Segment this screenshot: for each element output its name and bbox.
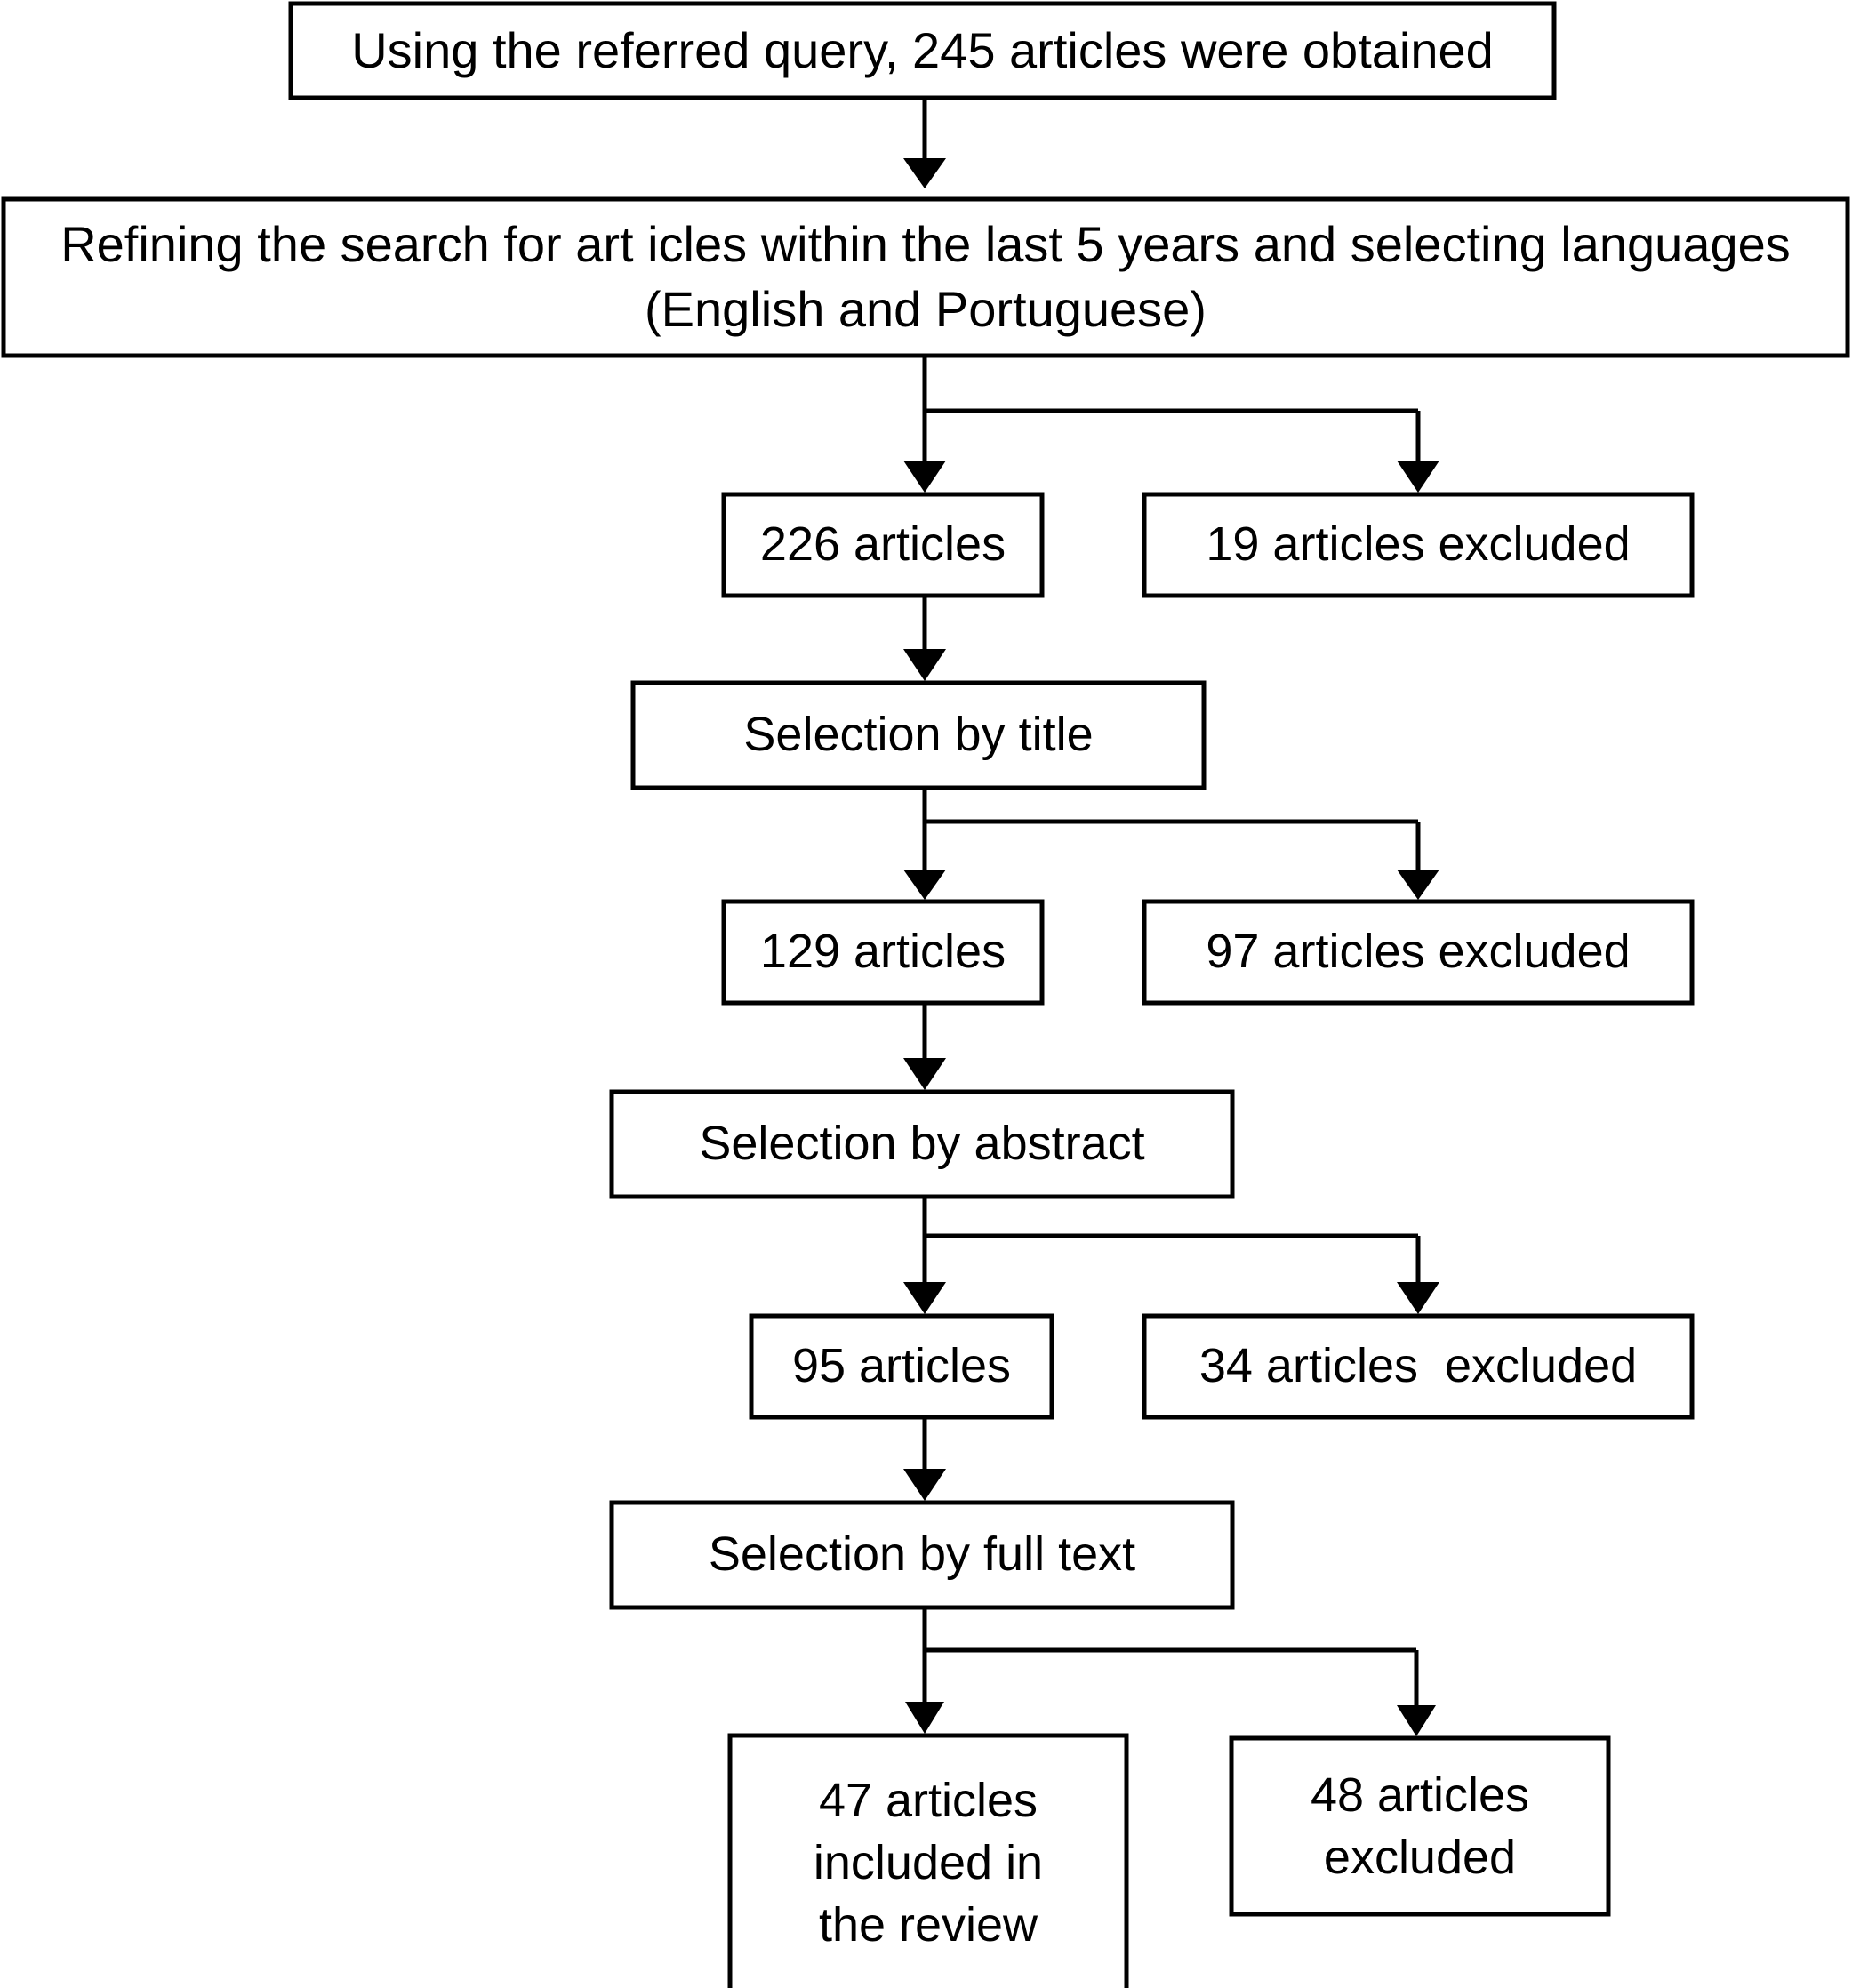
arrowhead-to-n226 [903, 461, 946, 493]
node-n129-rect [721, 899, 1045, 1006]
arrowhead-n226-to-title [903, 649, 946, 681]
node-ex97-rect [1142, 899, 1695, 1006]
node-selection-fulltext-rect [609, 1500, 1235, 1610]
node-ex48-rect [1229, 1735, 1611, 1917]
node-selection-title-rect [630, 680, 1207, 790]
arrowhead-n129-to-abstract [903, 1058, 946, 1090]
node-refine-rect [1, 196, 1850, 358]
arrowhead-to-n129 [903, 870, 946, 900]
arrowhead-to-n47 [905, 1702, 944, 1734]
arrowhead-to-n95 [903, 1282, 946, 1314]
node-n95-rect [749, 1313, 1054, 1420]
arrowhead-to-ex48 [1397, 1705, 1436, 1736]
arrowhead-to-ex97 [1397, 870, 1439, 900]
node-n47-rect [727, 1733, 1129, 1988]
arrowhead-to-ex19 [1397, 461, 1439, 493]
arrowhead-query-to-refine [903, 158, 946, 188]
arrowhead-to-ex34 [1397, 1282, 1439, 1314]
node-n226-rect [721, 492, 1045, 598]
node-selection-abstract-rect [609, 1089, 1235, 1199]
node-query-rect [288, 1, 1557, 100]
arrowhead-n95-to-fulltext [903, 1469, 946, 1501]
node-ex34-rect [1142, 1313, 1695, 1420]
node-ex19-rect [1142, 492, 1695, 598]
